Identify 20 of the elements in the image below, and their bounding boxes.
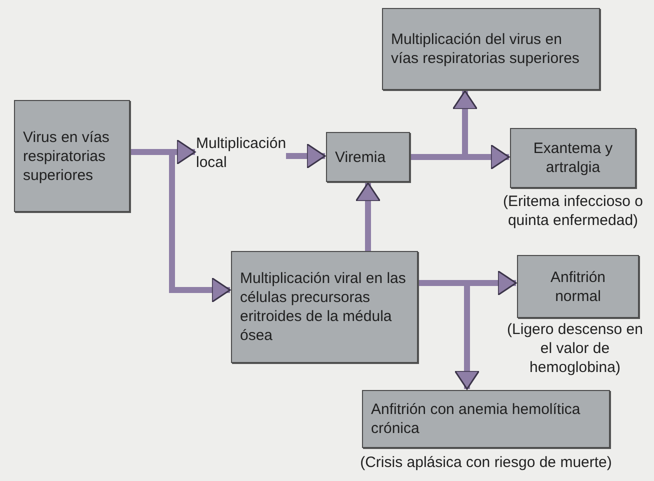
box-text: Anfitrión con anemia hemolítica crónica (371, 400, 582, 438)
note-text: (Eritema infeccioso o quinta enfermedad) (502, 192, 644, 230)
box-text: Virus en vías respiratorias superiores (23, 128, 110, 184)
box-text: Viremia (335, 148, 386, 166)
arrow (355, 182, 381, 251)
process-box (382, 8, 600, 90)
box-text: Exantema y artralgia (532, 139, 614, 177)
note-text: (Crisis aplásica con riesgo de muerte) (359, 453, 613, 472)
process-box (362, 390, 610, 448)
process-box (231, 251, 418, 363)
note-text: (Ligero descenso en el valor de hemoglobina) (506, 320, 644, 377)
box-text: Multiplicación del virus en vías respiratorias superiores (391, 30, 580, 68)
process-box (517, 255, 639, 318)
box-text: Anfitrión normal (549, 268, 607, 306)
process-box (510, 128, 636, 188)
process-box (326, 132, 410, 182)
box-text: Multiplicación viral en las células precursoras eritroides de la médula ósea (240, 269, 407, 345)
box-text: Multiplicación local (196, 134, 286, 172)
arrow (286, 143, 326, 169)
process-box (14, 100, 130, 212)
